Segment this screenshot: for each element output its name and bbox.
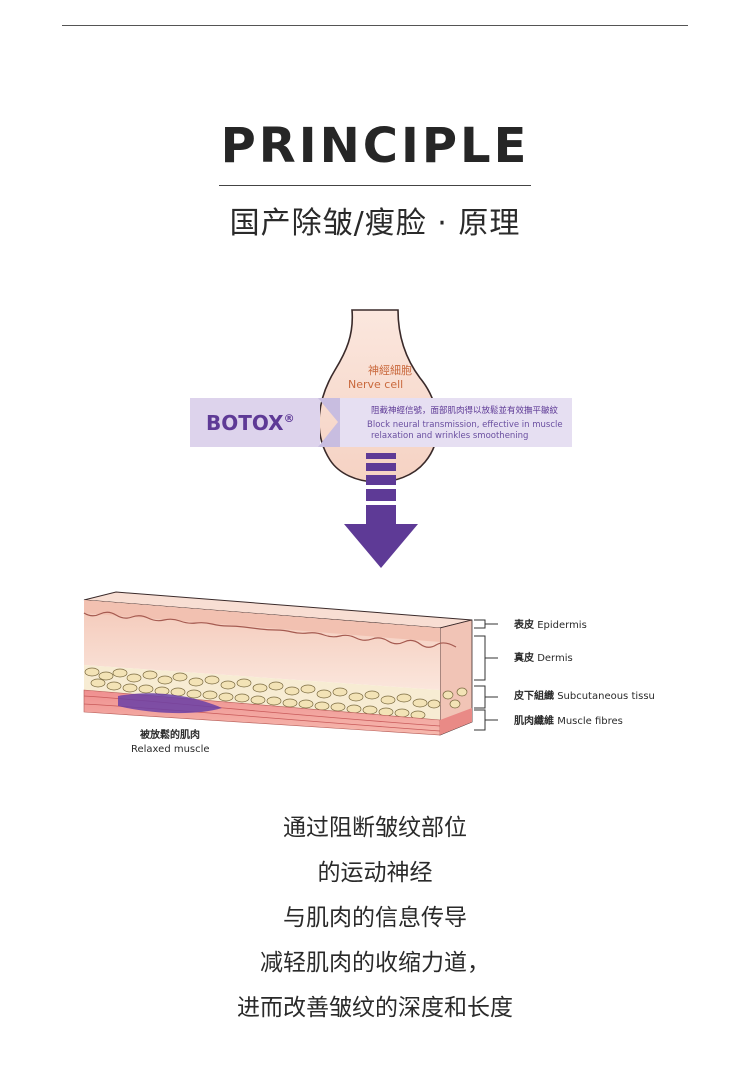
- effect-banner-box: [340, 398, 572, 447]
- skin-cross-section: [83, 591, 473, 736]
- nerve-label-en: Nerve cell: [348, 378, 403, 391]
- layer-muscle-fibres: 肌肉纖維 Muscle fibres: [514, 714, 623, 727]
- page-title: PRINCIPLE: [220, 118, 530, 174]
- effect-text-cn: 阻截神經信號，面部肌肉得以放鬆並有效撫平皺紋: [371, 405, 559, 416]
- nerve-label-cn: 神經細胞: [368, 363, 412, 377]
- down-arrow-icon: [344, 453, 418, 568]
- relaxed-muscle-label-cn: 被放鬆的肌肉: [140, 728, 200, 741]
- description-line: 与肌肉的信息传导: [283, 905, 467, 931]
- relaxed-muscle-region: [118, 693, 222, 714]
- effect-text-en-1: Block neural transmission, effective in …: [367, 420, 563, 430]
- description-line: 通过阻断皱纹部位: [283, 815, 467, 841]
- description-text: 通过阻断皱纹部位 的运动神经 与肌肉的信息传导 减轻肌肉的收缩力道， 进而改善皱…: [0, 806, 750, 1031]
- effect-text-en-2: relaxation and wrinkles smoothening: [371, 431, 528, 441]
- layer-brackets: [474, 619, 498, 731]
- description-line: 的运动神经: [317, 860, 433, 886]
- title-divider: [219, 185, 531, 186]
- layer-subcutaneous: 皮下組織 Subcutaneous tissu: [513, 689, 655, 702]
- top-divider: [62, 25, 688, 26]
- description-line: 减轻肌肉的收缩力道，: [260, 950, 490, 976]
- relaxed-muscle-label-en: Relaxed muscle: [131, 744, 210, 755]
- page-subtitle: 国产除皱/瘦脸 · 原理: [229, 206, 521, 241]
- botox-label-box: [190, 398, 320, 447]
- layer-dermis: 真皮 Dermis: [514, 651, 573, 664]
- botox-label: BOTOX®: [206, 411, 295, 435]
- description-line: 进而改善皱纹的深度和长度: [237, 995, 513, 1021]
- fat-cells: [84, 667, 468, 720]
- layer-epidermis: 表皮 Epidermis: [513, 618, 587, 631]
- principle-diagram: 神經細胞 Nerve cell BOTOX® 阻截神經信號，面部肌肉得以放鬆並有…: [83, 309, 655, 755]
